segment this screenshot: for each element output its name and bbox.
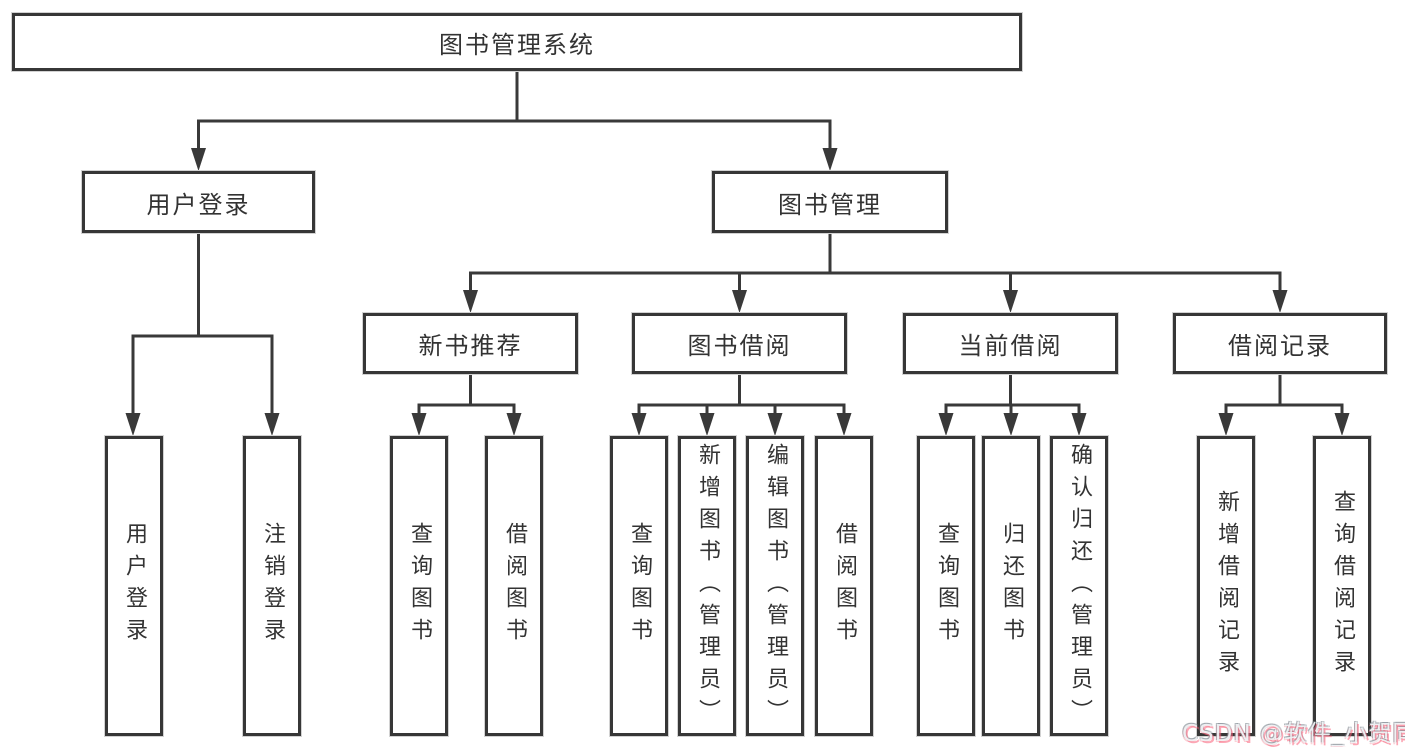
leaf-query-books-current: 查询图书 [917, 436, 975, 736]
leaf-add-books-admin: 新增图书（管理员） [678, 436, 736, 736]
leaf-return-books: 归还图书 [982, 436, 1040, 736]
leaf-edit-books-admin: 编辑图书（管理员） [746, 436, 804, 736]
leaf-logout: 注销登录 [243, 436, 301, 736]
node-book-management: 图书管理 [712, 171, 948, 233]
leaf-query-borrow-record: 查询借阅记录 [1313, 436, 1371, 736]
arrowhead-icons [125, 148, 1350, 436]
leaf-query-books-recommend: 查询图书 [390, 436, 448, 736]
node-new-book-recommend: 新书推荐 [363, 313, 578, 374]
node-book-borrowing: 图书借阅 [632, 313, 847, 374]
leaf-borrow-books-recommend: 借阅图书 [485, 436, 543, 736]
node-current-borrowing: 当前借阅 [903, 313, 1118, 374]
node-borrow-records: 借阅记录 [1173, 313, 1387, 374]
leaf-add-borrow-record: 新增借阅记录 [1197, 436, 1255, 736]
leaf-user-login: 用户登录 [105, 436, 163, 736]
node-user-login: 用户登录 [82, 171, 315, 233]
node-root-library-system: 图书管理系统 [12, 13, 1022, 71]
leaf-query-books-borrow: 查询图书 [610, 436, 668, 736]
leaf-confirm-return-admin: 确认归还（管理员） [1050, 436, 1108, 736]
csdn-watermark: CSDN @软件_小贺同学 [1182, 721, 1405, 747]
leaf-borrow-books: 借阅图书 [815, 436, 873, 736]
